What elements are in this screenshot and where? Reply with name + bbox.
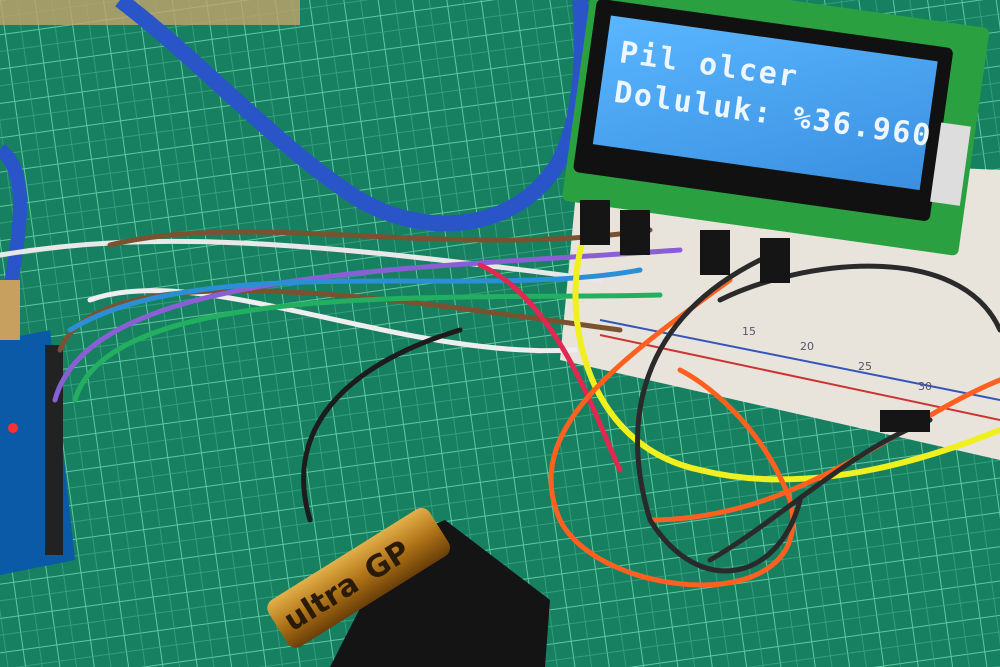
- bb-col-25: 25: [858, 360, 872, 373]
- bb-col-30: 30: [918, 380, 932, 393]
- bb-col-15: 15: [742, 325, 756, 338]
- power-led: [8, 423, 18, 433]
- usb-cable-left: [0, 144, 27, 292]
- lcd-connector: [930, 122, 971, 206]
- wire-connectors: [580, 200, 930, 432]
- jumper-wires: [0, 212, 1000, 588]
- bb-col-20: 20: [800, 340, 814, 353]
- lcd-module: Pil olcer Doluluk: %36.960: [562, 0, 990, 256]
- lcd-screen: [592, 15, 938, 191]
- battery-holder: [330, 520, 550, 667]
